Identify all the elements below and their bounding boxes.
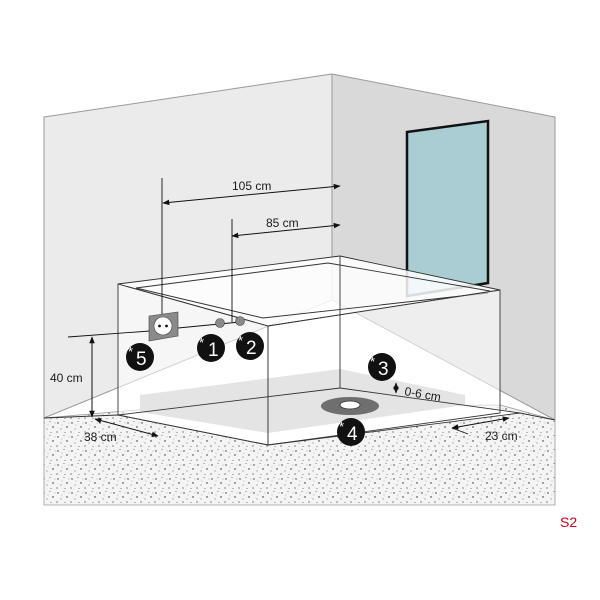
socket-height-line bbox=[67, 330, 151, 338]
connection-point-2 bbox=[235, 316, 245, 326]
svg-text:*: * bbox=[370, 354, 375, 369]
tub-back-left-bottom bbox=[117, 387, 341, 416]
marker-badge-3: * 3 bbox=[368, 353, 396, 381]
svg-text:*: * bbox=[128, 344, 133, 359]
dim-85-label: 85 cm bbox=[266, 216, 299, 230]
dim-40-label: 40 cm bbox=[50, 371, 83, 385]
diagram-code-label: S2 bbox=[560, 514, 577, 530]
glass-panel bbox=[405, 119, 490, 298]
marker-badges: * 5 * 1 * 2 * 3 * 4 bbox=[126, 332, 396, 446]
tub-inner-rim bbox=[135, 262, 491, 292]
svg-text:*: * bbox=[199, 335, 204, 350]
floor-drain bbox=[321, 397, 379, 415]
drain-hole bbox=[339, 400, 361, 410]
svg-text:4: 4 bbox=[347, 424, 358, 445]
dim-105-arrow bbox=[162, 183, 341, 206]
tub-back-right-bottom bbox=[339, 387, 521, 414]
dim-38-arrow bbox=[94, 417, 159, 438]
dim-23-label: 23 cm bbox=[485, 429, 518, 443]
socket-pin-left-icon bbox=[158, 324, 161, 328]
dimension-lines: 105 cm 85 cm 40 cm 38 cm 23 cm 0-6 cm bbox=[50, 179, 518, 444]
marker-badge-1: * 1 bbox=[197, 334, 225, 362]
socket-face-icon bbox=[153, 316, 173, 336]
svg-text:*: * bbox=[339, 419, 344, 434]
dim-23-leader bbox=[451, 427, 469, 435]
marker-badge-5: * 5 bbox=[126, 343, 154, 371]
svg-text:3: 3 bbox=[378, 359, 389, 380]
connection-point-1 bbox=[215, 318, 225, 328]
dim-105-label: 105 cm bbox=[232, 179, 271, 193]
socket-to-connection-line bbox=[177, 321, 241, 329]
dim-38-label: 38 cm bbox=[84, 430, 117, 444]
dim-85-arrow bbox=[231, 222, 341, 239]
socket-pin-right-icon bbox=[165, 324, 168, 328]
svg-text:1: 1 bbox=[208, 340, 219, 361]
dim-0-6-label: 0-6 cm bbox=[403, 384, 442, 404]
svg-text:2: 2 bbox=[246, 338, 257, 359]
bathtub bbox=[43, 255, 556, 446]
dim-23-arrow bbox=[451, 416, 510, 430]
marker-badge-2: * 2 bbox=[236, 332, 264, 360]
marker-badge-4: * 4 bbox=[337, 418, 365, 446]
svg-text:5: 5 bbox=[136, 349, 147, 370]
svg-text:*: * bbox=[238, 333, 243, 348]
tub-inner-rim-front bbox=[135, 287, 489, 319]
